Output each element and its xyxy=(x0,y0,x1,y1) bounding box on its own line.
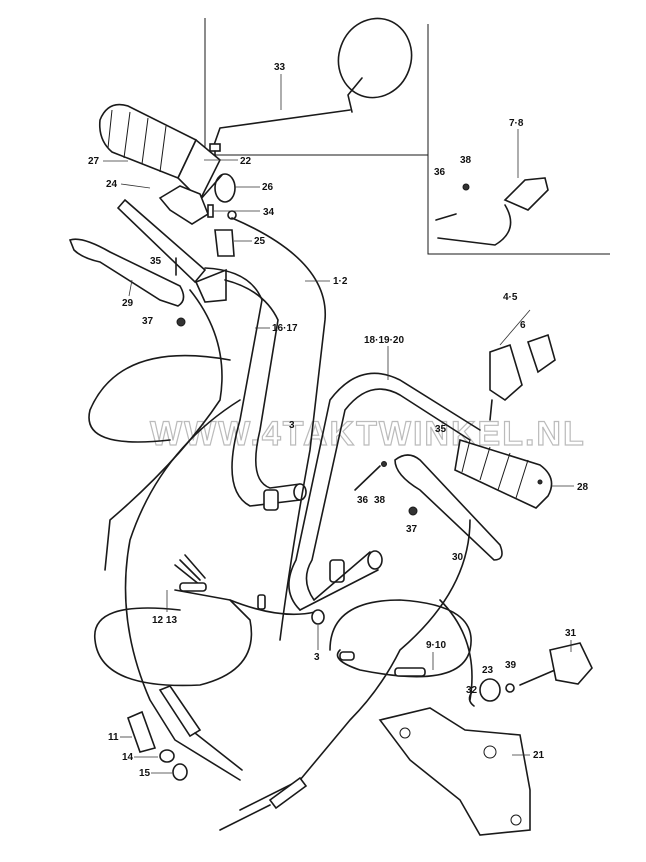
label-12-13: 12 13 xyxy=(152,615,177,626)
cables xyxy=(88,217,473,811)
label-24: 24 xyxy=(106,179,118,190)
watermark: WWW.4TAKTWINKEL.NL xyxy=(150,415,586,453)
label-39: 39 xyxy=(505,660,517,671)
label-15: 15 xyxy=(139,768,151,779)
label-35-left: 35 xyxy=(150,256,162,267)
label-37-left: 37 xyxy=(142,316,154,327)
mirror xyxy=(209,17,413,161)
right-lever xyxy=(354,454,503,561)
label-11: 11 xyxy=(108,732,119,743)
label-25: 25 xyxy=(254,236,266,247)
label-32: 32 xyxy=(466,685,478,696)
label-34: 34 xyxy=(263,207,275,218)
label-22: 22 xyxy=(240,156,252,167)
label-36-top: 36 xyxy=(434,167,446,178)
label-29: 29 xyxy=(122,298,134,309)
cable-adjusters xyxy=(126,685,308,831)
label-30: 30 xyxy=(452,552,464,563)
label-37-right: 37 xyxy=(406,524,418,535)
label-28: 28 xyxy=(577,482,589,493)
label-35-right: 35 xyxy=(435,424,447,435)
label-27: 27 xyxy=(88,156,100,167)
label-14: 14 xyxy=(122,752,134,763)
horn-switch xyxy=(435,177,549,246)
part-labels: 33 7·8 36 38 27 22 24 26 34 25 35 1·2 29… xyxy=(88,62,589,779)
label-31: 31 xyxy=(565,628,577,639)
label-1-2: 1·2 xyxy=(333,276,348,287)
left-grip xyxy=(98,103,236,203)
label-16-17: 16·17 xyxy=(272,323,298,334)
label-3-top: 3 xyxy=(289,420,295,431)
label-38-bottom: 38 xyxy=(374,495,386,506)
label-26: 26 xyxy=(262,182,274,193)
left-lever xyxy=(68,198,227,327)
label-33: 33 xyxy=(274,62,286,73)
label-6: 6 xyxy=(520,320,526,331)
label-23: 23 xyxy=(482,665,494,676)
label-3-bottom: 3 xyxy=(314,652,320,663)
throttle-housing xyxy=(158,185,237,257)
label-38-top: 38 xyxy=(460,155,472,166)
label-7-8: 7·8 xyxy=(509,118,524,129)
handlebar xyxy=(204,267,481,611)
label-18-19-20: 18·19·20 xyxy=(364,335,404,346)
right-switch xyxy=(489,333,556,421)
right-grip xyxy=(454,438,553,509)
lever-holder xyxy=(378,642,593,836)
inset-frame xyxy=(204,18,610,255)
label-21: 21 xyxy=(533,750,545,761)
label-4-5: 4·5 xyxy=(503,292,518,303)
label-36-bottom: 36 xyxy=(357,495,369,506)
label-9-10: 9·10 xyxy=(426,640,446,651)
